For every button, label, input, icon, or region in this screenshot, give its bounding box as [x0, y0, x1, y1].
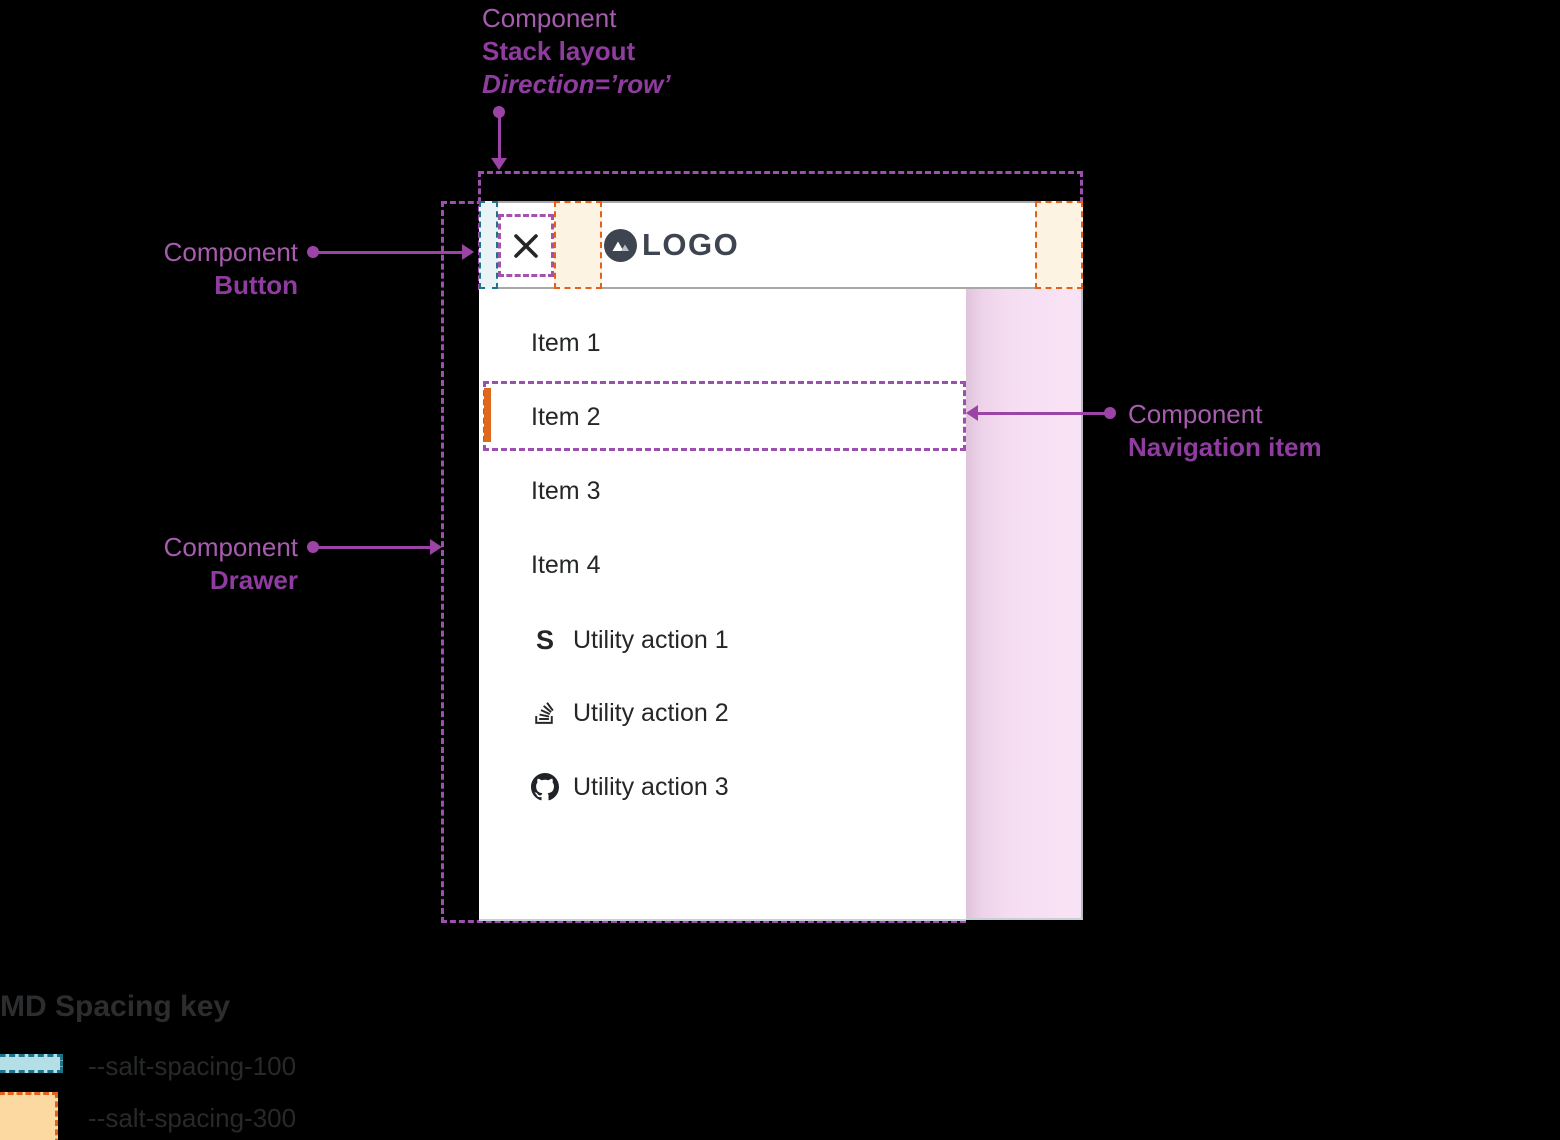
- legend-title: MD Spacing key: [0, 990, 231, 1023]
- stack-overflow-icon: [535, 702, 554, 724]
- logo-text: LOGO: [642, 227, 740, 262]
- close-button-outline: [498, 214, 554, 277]
- annotation-line: Drawer: [209, 565, 298, 595]
- spacing-100-strip: [479, 201, 498, 289]
- github-icon: [531, 773, 559, 801]
- utility-action-1[interactable]: S Utility action 1: [479, 612, 966, 668]
- annotation-line: Component: [1128, 399, 1263, 429]
- drawer-annotation: Component Drawer: [60, 531, 298, 597]
- spacing-300-strip: [1035, 201, 1083, 289]
- connector-dot: [1104, 407, 1116, 419]
- connector-line: [316, 546, 432, 549]
- connector-line: [498, 112, 501, 160]
- annotation-line: Button: [214, 270, 298, 300]
- arrow-right-icon: [430, 539, 442, 555]
- nav-item-label: Item 3: [531, 476, 601, 505]
- connector-line: [316, 251, 464, 254]
- utility-action-label: Utility action 1: [573, 625, 729, 654]
- drawer-panel: Item 1 Item 2 Item 3 Item 4 S Utility ac…: [479, 289, 966, 921]
- stack-layout-annotation: Component Stack layout Direction=’row’: [482, 2, 671, 101]
- page-backdrop: [966, 289, 1083, 920]
- utility-action-3[interactable]: Utility action 3: [479, 759, 966, 815]
- navigation-item-annotation: Component Navigation item: [1128, 398, 1322, 464]
- nav-item-label: Item 4: [531, 550, 601, 579]
- nav-item-1[interactable]: Item 1: [479, 315, 966, 371]
- annotation-line: Component: [482, 3, 617, 33]
- spacing-100-swatch: [0, 1054, 63, 1073]
- app-header: LOGO: [479, 201, 1083, 289]
- spacing-300-strip: [554, 201, 602, 289]
- legend-label: --salt-spacing-300: [88, 1103, 297, 1133]
- arrow-down-icon: [491, 158, 507, 170]
- active-item-indicator: [484, 388, 491, 442]
- annotation-line: Direction=’row’: [482, 69, 671, 99]
- nav-item-label: Item 1: [531, 328, 601, 357]
- utility-action-label: Utility action 2: [573, 698, 729, 727]
- arrow-left-icon: [966, 405, 978, 421]
- utility-action-label: Utility action 3: [573, 772, 729, 801]
- nav-item-4[interactable]: Item 4: [479, 537, 966, 593]
- connector-dot: [307, 541, 319, 553]
- spacing-300-swatch: [0, 1092, 58, 1140]
- annotation-line: Component: [163, 237, 298, 267]
- nav-item-2[interactable]: Item 2: [479, 389, 966, 445]
- mountain-logo-icon: [604, 228, 637, 262]
- button-annotation: Component Button: [60, 236, 298, 302]
- annotation-line: Navigation item: [1128, 432, 1322, 462]
- nav-item-3[interactable]: Item 3: [479, 463, 966, 519]
- close-button[interactable]: [510, 230, 542, 262]
- legend-label: --salt-spacing-100: [88, 1051, 297, 1081]
- connector-dot: [307, 246, 319, 258]
- arrow-right-icon: [462, 244, 474, 260]
- annotation-line: Component: [163, 532, 298, 562]
- navigation-item-outline: [483, 381, 966, 451]
- nav-item-label: Item 2: [531, 402, 601, 431]
- s-logo-icon: S: [535, 625, 554, 655]
- connector-line: [978, 412, 1108, 415]
- close-icon: [514, 233, 538, 258]
- utility-action-2[interactable]: Utility action 2: [479, 685, 966, 741]
- logo: LOGO: [604, 203, 739, 287]
- annotation-line: Stack layout: [482, 36, 636, 66]
